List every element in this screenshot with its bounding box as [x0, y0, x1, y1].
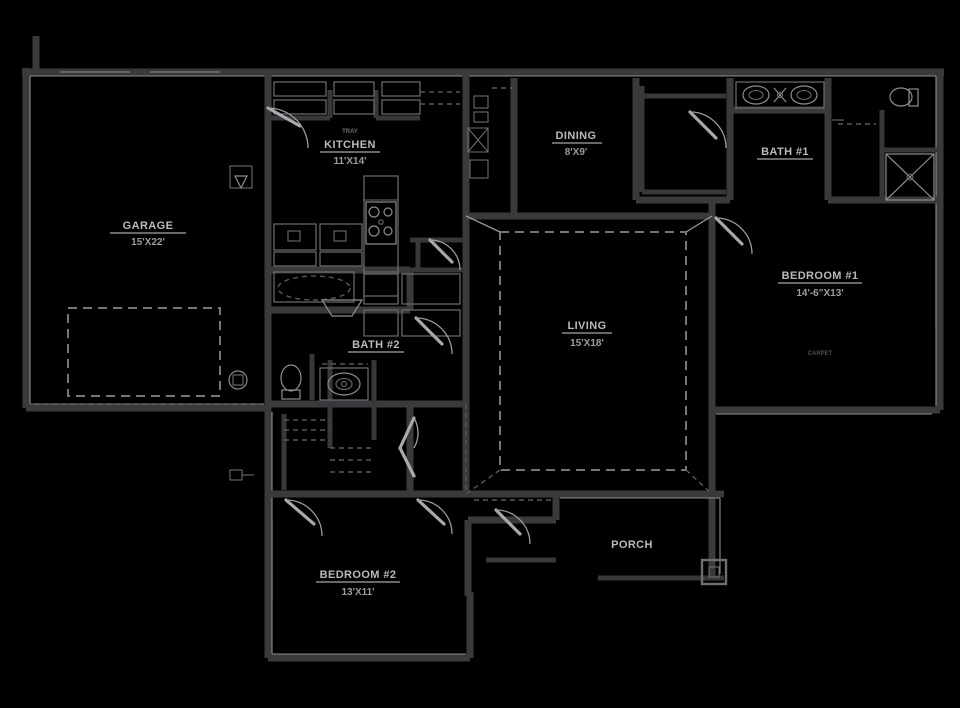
porch-label: PORCH: [611, 539, 653, 551]
bedroom-2-dimensions: 13'X11': [341, 587, 374, 598]
vehicle-outline: [67, 307, 221, 397]
bath-2-label: BATH #2: [352, 339, 400, 351]
room-label-kitchen: TRAY KITCHEN 11'X14': [320, 129, 380, 167]
room-label-garage: GARAGE 15'X22': [110, 220, 186, 248]
windows: [60, 71, 937, 655]
exterior-walls: [22, 36, 944, 662]
kitchen-cabinets: [273, 81, 461, 337]
living-label: LIVING: [567, 320, 606, 332]
wall-inner-highlights: [29, 75, 937, 655]
bedroom-1-dimensions: 14'-6"X13': [796, 288, 843, 299]
dining-dimensions: 8'X9': [565, 147, 588, 158]
kitchen-label: KITCHEN: [324, 139, 376, 151]
dining-label: DINING: [556, 130, 597, 142]
room-label-living: LIVING 15'X18': [562, 320, 612, 349]
bedroom-1-label: BEDROOM #1: [782, 270, 859, 282]
kitchen-sub-label: TRAY: [342, 129, 358, 135]
room-label-bath-2: BATH #2: [348, 339, 404, 353]
room-label-bath-1: BATH #1: [757, 146, 813, 160]
garage-dimensions: 15'X22': [131, 237, 165, 248]
bath-1-fixtures: [735, 81, 935, 201]
living-dimensions: 15'X18': [570, 338, 604, 349]
room-label-bedroom-2: BEDROOM #2 13'X11': [316, 569, 400, 598]
garage-contents: [30, 165, 264, 405]
room-label-dining: DINING 8'X9': [552, 130, 602, 158]
kitchen-dimensions: 11'X14': [333, 156, 366, 167]
bedroom-1-floor-note: CARPET: [808, 351, 833, 357]
misc-symbols: [229, 404, 467, 494]
porch-post: [700, 558, 728, 586]
living-tray-ceiling: [465, 215, 713, 495]
room-labels: GARAGE 15'X22' TRAY KITCHEN 11'X14' DINI…: [110, 129, 862, 598]
room-label-bedroom-1: BEDROOM #1 14'-6"X13' CARPET: [778, 270, 862, 357]
doors: [266, 95, 753, 563]
garage-label: GARAGE: [123, 220, 174, 232]
bath-1-label: BATH #1: [761, 146, 809, 158]
electrical-symbol: [229, 469, 243, 481]
interior-walls: [264, 72, 940, 498]
bedroom-2-label: BEDROOM #2: [320, 569, 397, 581]
porch-elements: [474, 497, 728, 586]
bath-2-fixtures: [280, 299, 369, 401]
room-label-porch: PORCH: [611, 539, 653, 551]
